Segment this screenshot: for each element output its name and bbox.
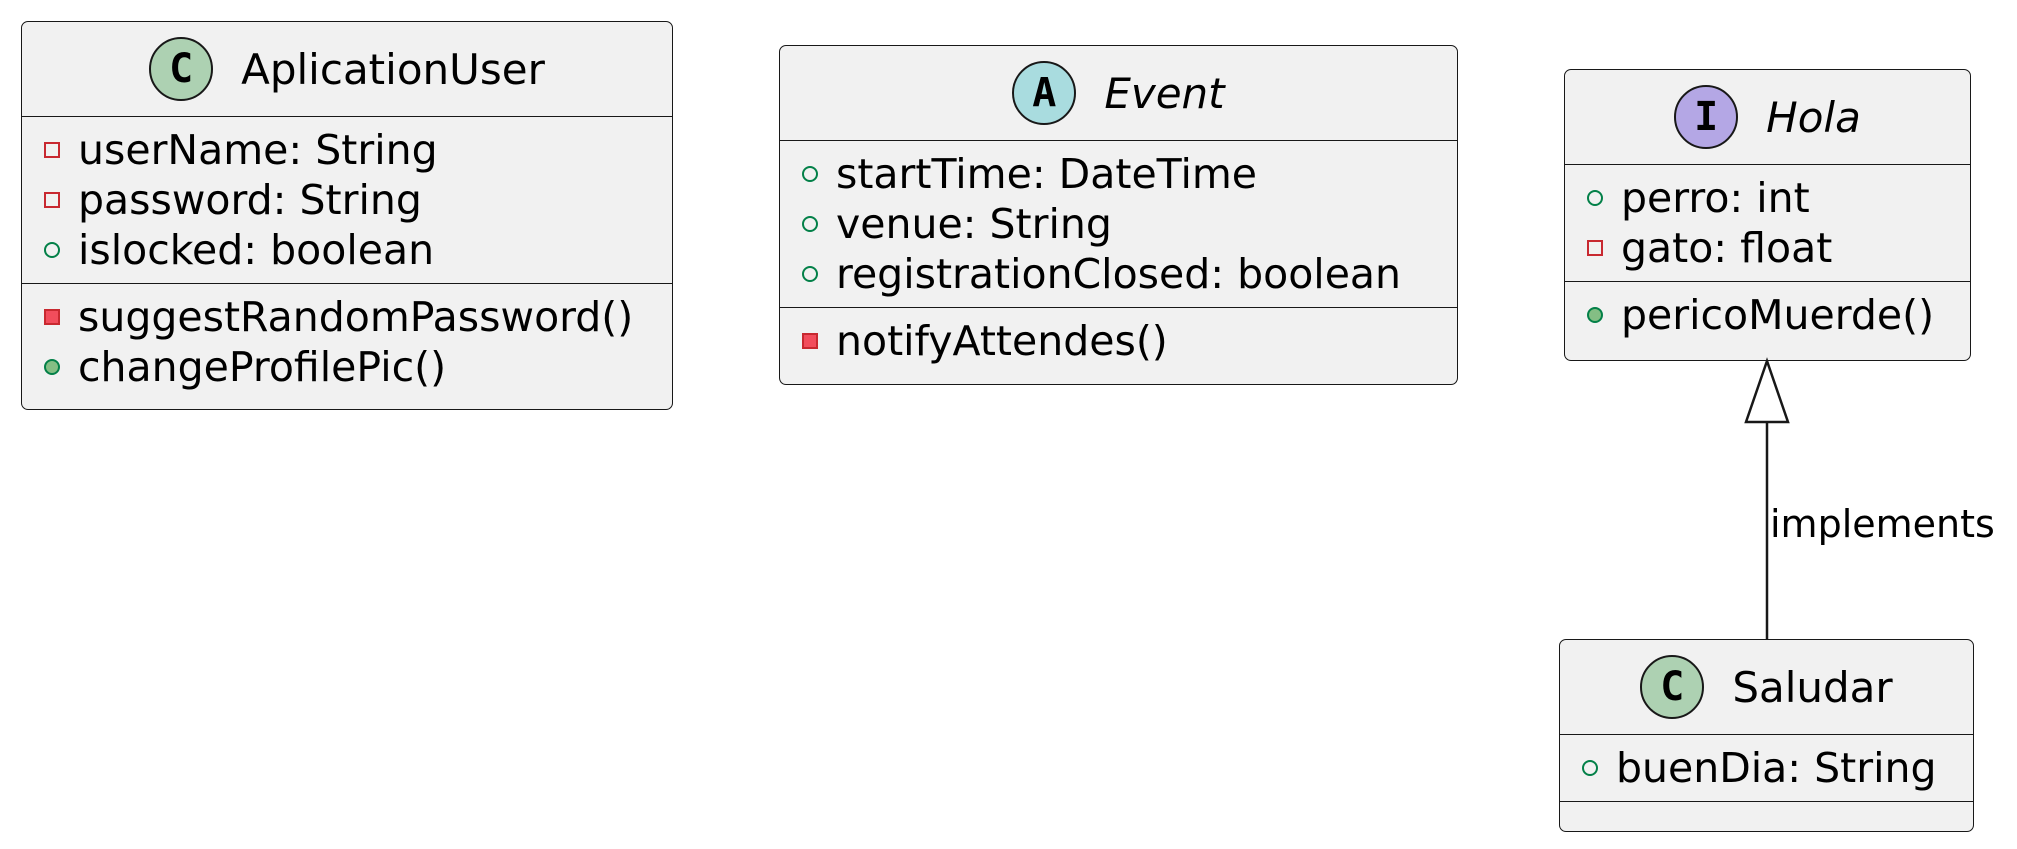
- fields-section: userName: String password: String islock…: [22, 117, 672, 283]
- class-header: A Event: [780, 46, 1457, 140]
- class-aplication-user[interactable]: C AplicationUser userName: String passwo…: [21, 21, 673, 410]
- interface-stereotype-icon: I: [1674, 85, 1739, 149]
- private-field-icon: [44, 142, 60, 158]
- private-method-icon: [802, 333, 818, 349]
- class-event[interactable]: A Event startTime: DateTime venue: Strin…: [779, 45, 1458, 385]
- class-stereotype-icon: C: [1640, 655, 1705, 719]
- class-header: C AplicationUser: [22, 22, 672, 116]
- field-row: buenDia: String: [1582, 743, 1973, 793]
- method-row: suggestRandomPassword(): [44, 292, 672, 342]
- method-text: suggestRandomPassword(): [78, 293, 634, 341]
- class-name: Event: [1104, 68, 1225, 118]
- public-field-icon: [1582, 760, 1598, 776]
- public-field-icon: [44, 242, 60, 258]
- field-row: userName: String: [44, 125, 672, 175]
- class-name: Hola: [1766, 92, 1861, 142]
- method-text: changeProfilePic(): [78, 343, 447, 391]
- field-row: venue: String: [802, 199, 1457, 249]
- field-row: password: String: [44, 175, 672, 225]
- field-text: userName: String: [78, 126, 438, 174]
- field-row: islocked: boolean: [44, 225, 672, 275]
- methods-section: suggestRandomPassword() changeProfilePic…: [22, 284, 672, 400]
- field-text: registrationClosed: boolean: [836, 250, 1402, 298]
- relation-label: implements: [1770, 502, 1995, 546]
- class-header: C Saludar: [1560, 640, 1973, 734]
- method-row: changeProfilePic(): [44, 342, 672, 392]
- method-row: pericoMuerde(): [1587, 290, 1970, 340]
- fields-section: perro: int gato: float: [1565, 165, 1970, 281]
- field-text: venue: String: [836, 200, 1112, 248]
- private-method-icon: [44, 309, 60, 325]
- methods-section: notifyAttendes(): [780, 308, 1457, 374]
- public-field-icon: [802, 166, 818, 182]
- field-text: perro: int: [1621, 174, 1810, 222]
- methods-section: pericoMuerde(): [1565, 282, 1970, 348]
- public-field-icon: [802, 216, 818, 232]
- method-text: notifyAttendes(): [836, 317, 1168, 365]
- interface-hola[interactable]: I Hola perro: int gato: float pericoMuer…: [1564, 69, 1971, 361]
- class-saludar[interactable]: C Saludar buenDia: String: [1559, 639, 1974, 832]
- field-text: gato: float: [1621, 224, 1833, 272]
- public-method-icon: [1587, 307, 1603, 323]
- method-text: pericoMuerde(): [1621, 291, 1935, 339]
- field-text: islocked: boolean: [78, 226, 435, 274]
- private-field-icon: [1587, 240, 1603, 256]
- method-row: notifyAttendes(): [802, 316, 1457, 366]
- field-text: startTime: DateTime: [836, 150, 1258, 198]
- public-method-icon: [44, 359, 60, 375]
- class-header: I Hola: [1565, 70, 1970, 164]
- field-row: perro: int: [1587, 173, 1970, 223]
- class-stereotype-icon: C: [149, 37, 214, 101]
- field-text: buenDia: String: [1616, 744, 1937, 792]
- class-name: AplicationUser: [241, 44, 545, 94]
- abstract-stereotype-icon: A: [1012, 61, 1077, 125]
- public-field-icon: [1587, 190, 1603, 206]
- field-row: startTime: DateTime: [802, 149, 1457, 199]
- field-row: registrationClosed: boolean: [802, 249, 1457, 299]
- inheritance-arrowhead-icon: [1744, 357, 1790, 424]
- public-field-icon: [802, 266, 818, 282]
- class-name: Saludar: [1732, 662, 1893, 712]
- private-field-icon: [44, 192, 60, 208]
- field-row: gato: float: [1587, 223, 1970, 273]
- fields-section: startTime: DateTime venue: String regist…: [780, 141, 1457, 307]
- fields-section: buenDia: String: [1560, 735, 1973, 801]
- field-text: password: String: [78, 176, 422, 224]
